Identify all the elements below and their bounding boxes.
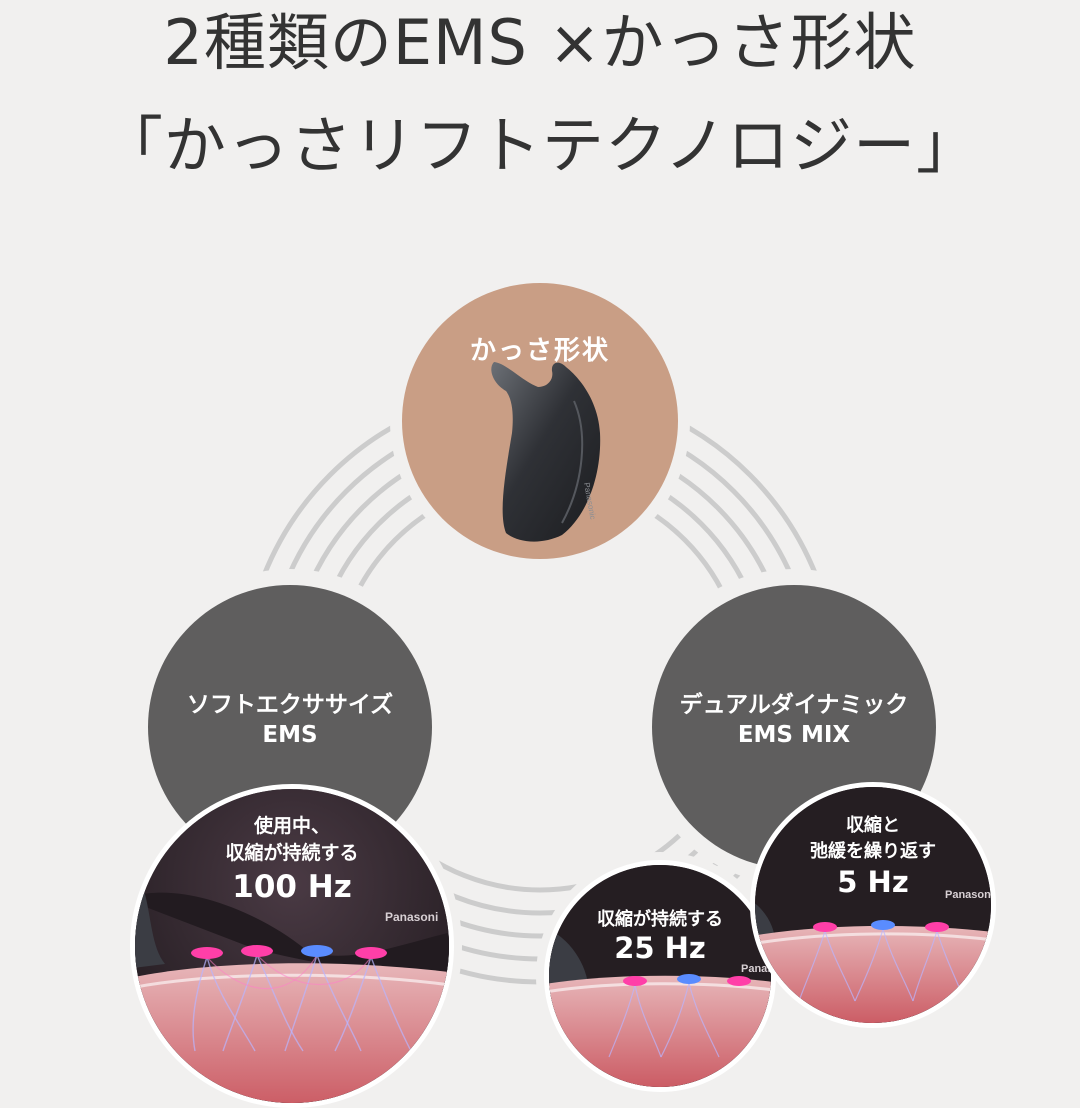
kassa-shape-label: かっさ形状 — [469, 336, 610, 366]
title-line-2: 「かっさリフトテクノロジー」 — [100, 109, 980, 182]
ems-5hz-illustration — [755, 787, 991, 1023]
hz100-description-line2: 収縮が持続する — [225, 842, 359, 864]
hz5-description-line1: 収縮と — [846, 815, 900, 836]
hz5-frequency: 5 Hz — [837, 865, 909, 899]
soft-ems-label-line1: ソフトエクササイズ — [186, 692, 394, 718]
ems-25hz-illustration — [549, 865, 771, 1087]
kassa-device-image: Panasonic — [491, 362, 601, 542]
photo-25hz: 収縮が持続する 25 Hz Panas — [544, 860, 776, 1092]
photo-100hz: 使用中、 収縮が持続する 100 Hz Panasoni — [130, 784, 454, 1108]
photo-5hz: 収縮と 弛緩を繰り返す 5 Hz Panasoni — [750, 782, 996, 1028]
soft-ems-label-line2: EMS — [262, 722, 318, 748]
dual-ems-label-line2: EMS MIX — [737, 722, 851, 748]
hz100-description-line1: 使用中、 — [253, 815, 330, 837]
ems-100hz-illustration — [135, 789, 449, 1103]
hz100-frequency: 100 Hz — [232, 869, 352, 905]
hz25-description-line1: 収縮が持続する — [597, 909, 723, 930]
dual-ems-label-line1: デュアルダイナミック — [679, 692, 909, 718]
hz25-frequency: 25 Hz — [614, 931, 706, 965]
kassa-shape-circle: かっさ形状 Panasonic — [402, 283, 678, 559]
title-line-1: 2種類のEMS ×かっさ形状 — [163, 6, 917, 79]
hz100-brand: Panasoni — [385, 910, 439, 924]
hz5-description-line2: 弛緩を繰り返す — [810, 841, 936, 862]
hz5-brand: Panasoni — [945, 889, 994, 901]
